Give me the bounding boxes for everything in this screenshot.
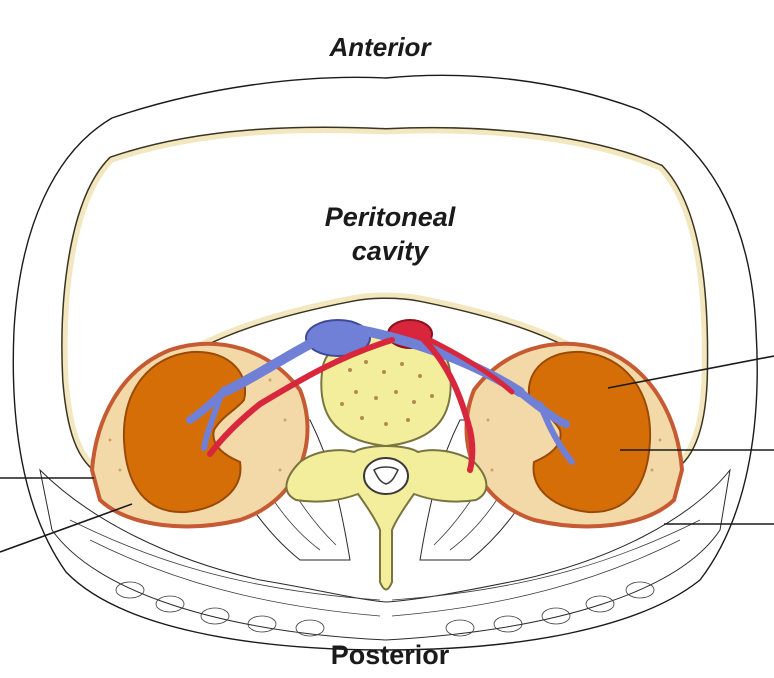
body-wall-outline (12, 74, 758, 651)
vertebral-arch (285, 445, 488, 591)
spinal-cord (363, 457, 409, 495)
peritoneal-cavity-label-line2: cavity (351, 236, 429, 266)
peritoneal-cavity-label: Peritoneal cavity (270, 200, 510, 268)
anterior-label: Anterior (329, 32, 431, 62)
right-kidney (527, 350, 652, 514)
left-kidney (122, 350, 247, 514)
posterior-label: Posterior (330, 640, 450, 670)
leader-lines (0, 355, 774, 553)
peritoneal-cavity-label-line1: Peritoneal (324, 202, 456, 232)
renal-arteries (207, 337, 515, 473)
inferior-vena-cava (305, 319, 371, 357)
spinal-cord-gray-matter (373, 466, 399, 485)
leader-line-right-1 (607, 355, 774, 389)
cancellous-bone-texture (340, 360, 434, 426)
leader-line-left-2 (0, 503, 133, 553)
